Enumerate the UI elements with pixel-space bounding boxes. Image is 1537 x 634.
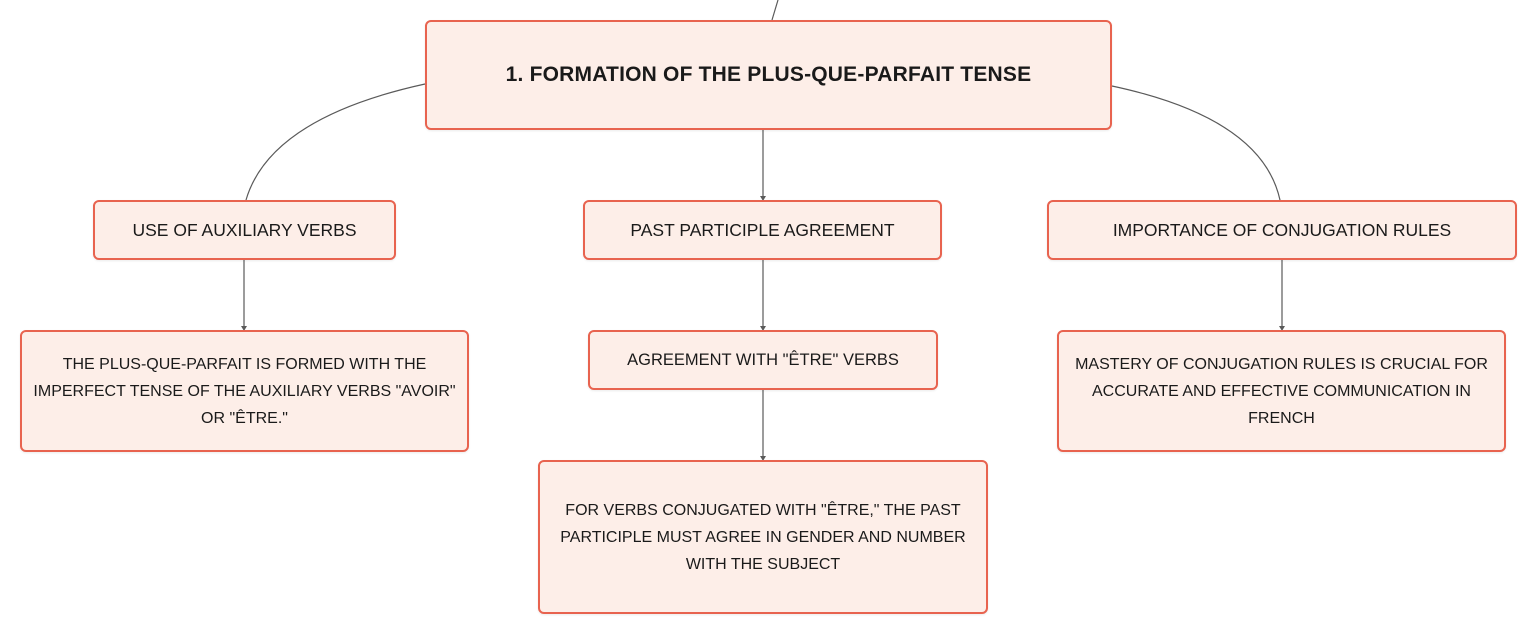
root-node-label: 1. FORMATION OF THE PLUS-QUE-PARFAIT TEN… (505, 63, 1032, 86)
node-label: MASTERY OF CONJUGATION RULES IS CRUCIAL … (1075, 355, 1488, 427)
root-node[interactable]: 1. FORMATION OF THE PLUS-QUE-PARFAIT TEN… (425, 20, 1112, 130)
node-label: FOR VERBS CONJUGATED WITH "ÊTRE," THE PA… (560, 501, 966, 573)
node-agreement-with-etre-verbs[interactable]: AGREEMENT WITH "ÊTRE" VERBS (588, 330, 938, 390)
node-use-of-auxiliary-verbs[interactable]: USE OF AUXILIARY VERBS (93, 200, 396, 260)
arrowhead-etre (760, 326, 766, 331)
edge-parent-to-root (771, 0, 779, 21)
node-past-participle-agreement[interactable]: PAST PARTICIPLE AGREEMENT (583, 200, 942, 260)
arrowhead-conjugation-detail (1279, 326, 1285, 331)
node-etre-verbs-detail[interactable]: FOR VERBS CONJUGATED WITH "ÊTRE," THE PA… (538, 460, 988, 614)
arrowhead-auxiliary-detail (241, 326, 247, 331)
node-label: AGREEMENT WITH "ÊTRE" VERBS (627, 350, 899, 369)
node-conjugation-rules-detail[interactable]: MASTERY OF CONJUGATION RULES IS CRUCIAL … (1057, 330, 1506, 452)
node-label: PAST PARTICIPLE AGREEMENT (630, 219, 895, 240)
edge-root-to-auxiliary (245, 83, 426, 201)
node-auxiliary-verbs-detail[interactable]: THE PLUS-QUE-PARFAIT IS FORMED WITH THE … (20, 330, 469, 452)
node-importance-of-conjugation-rules[interactable]: IMPORTANCE OF CONJUGATION RULES (1047, 200, 1517, 260)
edge-root-to-conjugation (1111, 85, 1281, 201)
node-label: THE PLUS-QUE-PARFAIT IS FORMED WITH THE … (33, 355, 456, 427)
arrowhead-etre-detail (760, 456, 766, 461)
node-label: USE OF AUXILIARY VERBS (132, 219, 357, 240)
arrowhead-participle (760, 196, 766, 201)
node-label: IMPORTANCE OF CONJUGATION RULES (1112, 219, 1452, 240)
